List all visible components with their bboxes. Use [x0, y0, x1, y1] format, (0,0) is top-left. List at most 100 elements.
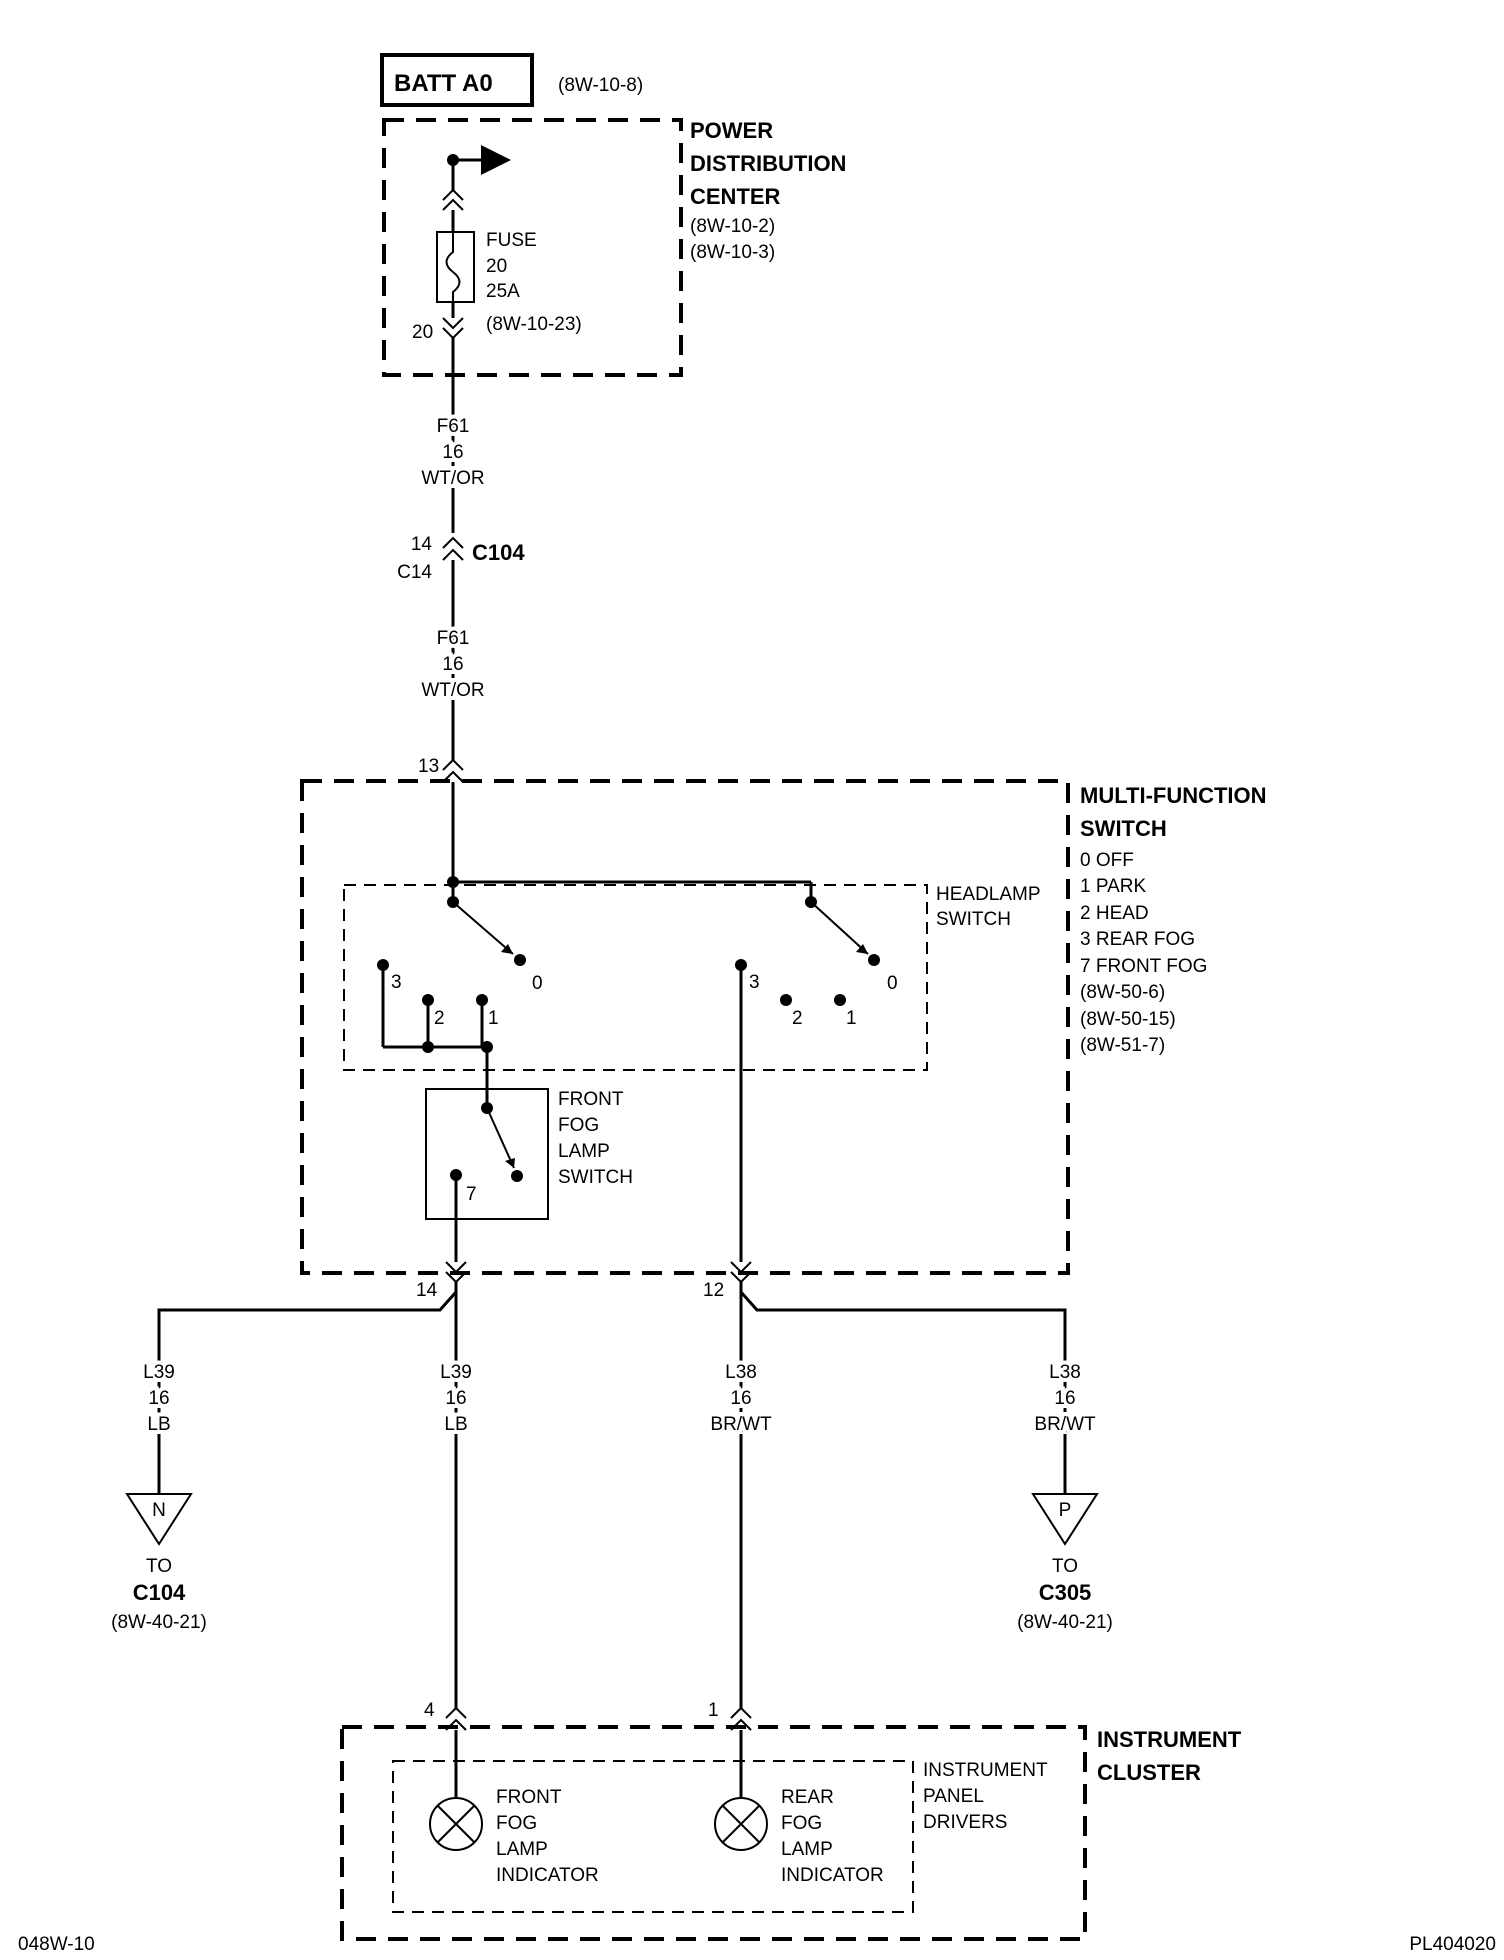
fuse-bottom-terminal: [442, 317, 464, 340]
svg-text:1: 1: [488, 1008, 499, 1029]
svg-text:F61: F61: [437, 628, 470, 649]
ref-n-connector: C104: [133, 1580, 186, 1605]
front-fog-switch-label-2: FOG: [558, 1115, 599, 1136]
offpage-ref-n[interactable]: N TO C104 (8W-40-21): [111, 1493, 207, 1633]
footer-page: 048W-10: [18, 1934, 95, 1955]
fuse-element: [445, 232, 461, 302]
svg-text:0: 0: [887, 973, 898, 994]
output-wiring: [157, 1282, 1067, 1708]
c104-pin-bottom: C14: [397, 562, 432, 583]
fuse-body: [436, 231, 475, 303]
svg-text:F61: F61: [437, 416, 470, 437]
mfs-title-1: MULTI-FUNCTION: [1080, 783, 1267, 808]
svg-text:2: 2: [434, 1008, 445, 1029]
svg-text:3: 3: [749, 972, 760, 993]
svg-text:L38: L38: [725, 1362, 757, 1383]
mfs-title-2: SWITCH: [1080, 816, 1167, 841]
svg-text:INDICATOR: INDICATOR: [781, 1865, 884, 1886]
pdc-ref-2: (8W-10-3): [690, 242, 775, 263]
svg-text:WT/OR: WT/OR: [421, 468, 484, 489]
ref-p-to: TO: [1052, 1556, 1078, 1577]
front-fog-wiper: [486, 1107, 515, 1169]
svg-text:16: 16: [730, 1388, 751, 1409]
wire-label-l39-branch: L39 16 LB: [139, 1358, 179, 1439]
wire-label-l38-branch: L38 16 BR/WT: [1030, 1358, 1100, 1439]
c104-name: C104: [472, 540, 525, 565]
batt-ref: (8W-10-8): [558, 75, 643, 96]
fuse-top-terminal: [442, 188, 464, 211]
mfs-ref-3: (8W-51-7): [1080, 1035, 1165, 1056]
svg-text:FRONT: FRONT: [496, 1787, 562, 1808]
ref-p-ref: (8W-40-21): [1017, 1612, 1113, 1633]
c104-pin-top: 14: [411, 534, 433, 555]
mfs-pin-out-right: 12: [703, 1280, 724, 1301]
svg-text:3: 3: [391, 972, 402, 993]
rear-fog-indicator: REAR FOG LAMP INDICATOR: [714, 1787, 884, 1886]
battery-feed: BATT A0 (8W-10-8): [380, 53, 643, 107]
left-wiper: [452, 901, 514, 955]
panel-drivers-outline: [392, 1760, 914, 1913]
svg-text:7: 7: [466, 1184, 477, 1205]
front-fog-contact-open: [511, 1170, 523, 1182]
mfs-ref-1: (8W-50-6): [1080, 982, 1165, 1003]
svg-text:L39: L39: [440, 1362, 472, 1383]
pdc-ref-1: (8W-10-2): [690, 216, 775, 237]
svg-text:BR/WT: BR/WT: [1034, 1414, 1096, 1435]
right-wiper: [810, 901, 869, 955]
triangle-n-icon[interactable]: [125, 1493, 193, 1546]
footer-code: PL404020: [1409, 1934, 1496, 1955]
wire-label-l39-cluster: L39 16 LB: [436, 1358, 476, 1439]
cluster-title-2: CLUSTER: [1097, 1760, 1201, 1785]
fuse-rating: 25A: [486, 281, 520, 302]
right-contact-2: [780, 994, 792, 1006]
right-contact-1: [834, 994, 846, 1006]
cluster-pin-4-terminal: [445, 1706, 467, 1731]
headlamp-switch-label-2: SWITCH: [936, 909, 1011, 930]
svg-text:16: 16: [1054, 1388, 1075, 1409]
multi-function-switch: 13 MULTI-FUNCTION SWITCH 0 OFF 1 PARK 2 …: [300, 756, 1267, 1301]
cluster-pin-1-terminal: [730, 1706, 752, 1731]
svg-text:WT/OR: WT/OR: [421, 680, 484, 701]
svg-text:16: 16: [442, 654, 463, 675]
pdc-title-3: CENTER: [690, 184, 781, 209]
pdc-title-1: POWER: [690, 118, 773, 143]
svg-text:LAMP: LAMP: [781, 1839, 833, 1860]
mfs-position-1: 1 PARK: [1080, 876, 1147, 897]
svg-text:16: 16: [445, 1388, 466, 1409]
fuse-label: FUSE: [486, 230, 537, 251]
headlamp-switch-label-1: HEADLAMP: [936, 884, 1041, 905]
left-contact-0: [514, 954, 526, 966]
fuse-cavity: 20: [412, 322, 433, 343]
front-fog-indicator: FRONT FOG LAMP INDICATOR: [429, 1787, 599, 1886]
right-contact-0: [868, 954, 880, 966]
front-fog-switch-label-3: LAMP: [558, 1141, 610, 1162]
batt-label: BATT A0: [394, 70, 493, 97]
wire-l38-branch: [739, 1291, 1067, 1494]
front-fog-switch-box: [425, 1088, 549, 1220]
cluster-pin-left: 4: [424, 1700, 435, 1721]
offpage-ref-p[interactable]: P TO C305 (8W-40-21): [1017, 1493, 1113, 1633]
svg-text:FOG: FOG: [496, 1813, 537, 1834]
batt-box: [380, 53, 534, 107]
mfs-pin-in: 13: [418, 756, 439, 777]
svg-text:16: 16: [442, 442, 463, 463]
wire-f61-upper-label: F61 16 WT/OR: [417, 412, 488, 493]
svg-text:INDICATOR: INDICATOR: [496, 1865, 599, 1886]
svg-text:16: 16: [148, 1388, 169, 1409]
drivers-label-2: PANEL: [923, 1786, 984, 1807]
mfs-position-3: 3 REAR FOG: [1080, 929, 1195, 950]
drivers-label-3: DRIVERS: [923, 1812, 1007, 1833]
triangle-p-icon[interactable]: [1031, 1493, 1099, 1546]
cluster-pin-right: 1: [708, 1700, 719, 1721]
mfs-pin-13-terminal: [442, 758, 464, 783]
pdc-outline: [382, 118, 683, 377]
power-distribution-center: POWER DISTRIBUTION CENTER (8W-10-2) (8W-…: [382, 118, 846, 377]
mfs-position-0: 0 OFF: [1080, 850, 1134, 871]
svg-text:L38: L38: [1049, 1362, 1081, 1383]
svg-text:LB: LB: [147, 1414, 170, 1435]
wire-label-l38-cluster: L38 16 BR/WT: [706, 1358, 776, 1439]
front-fog-switch-label-4: SWITCH: [558, 1167, 633, 1188]
svg-text:L39: L39: [143, 1362, 175, 1383]
mfs-pin-out-left: 14: [416, 1280, 438, 1301]
